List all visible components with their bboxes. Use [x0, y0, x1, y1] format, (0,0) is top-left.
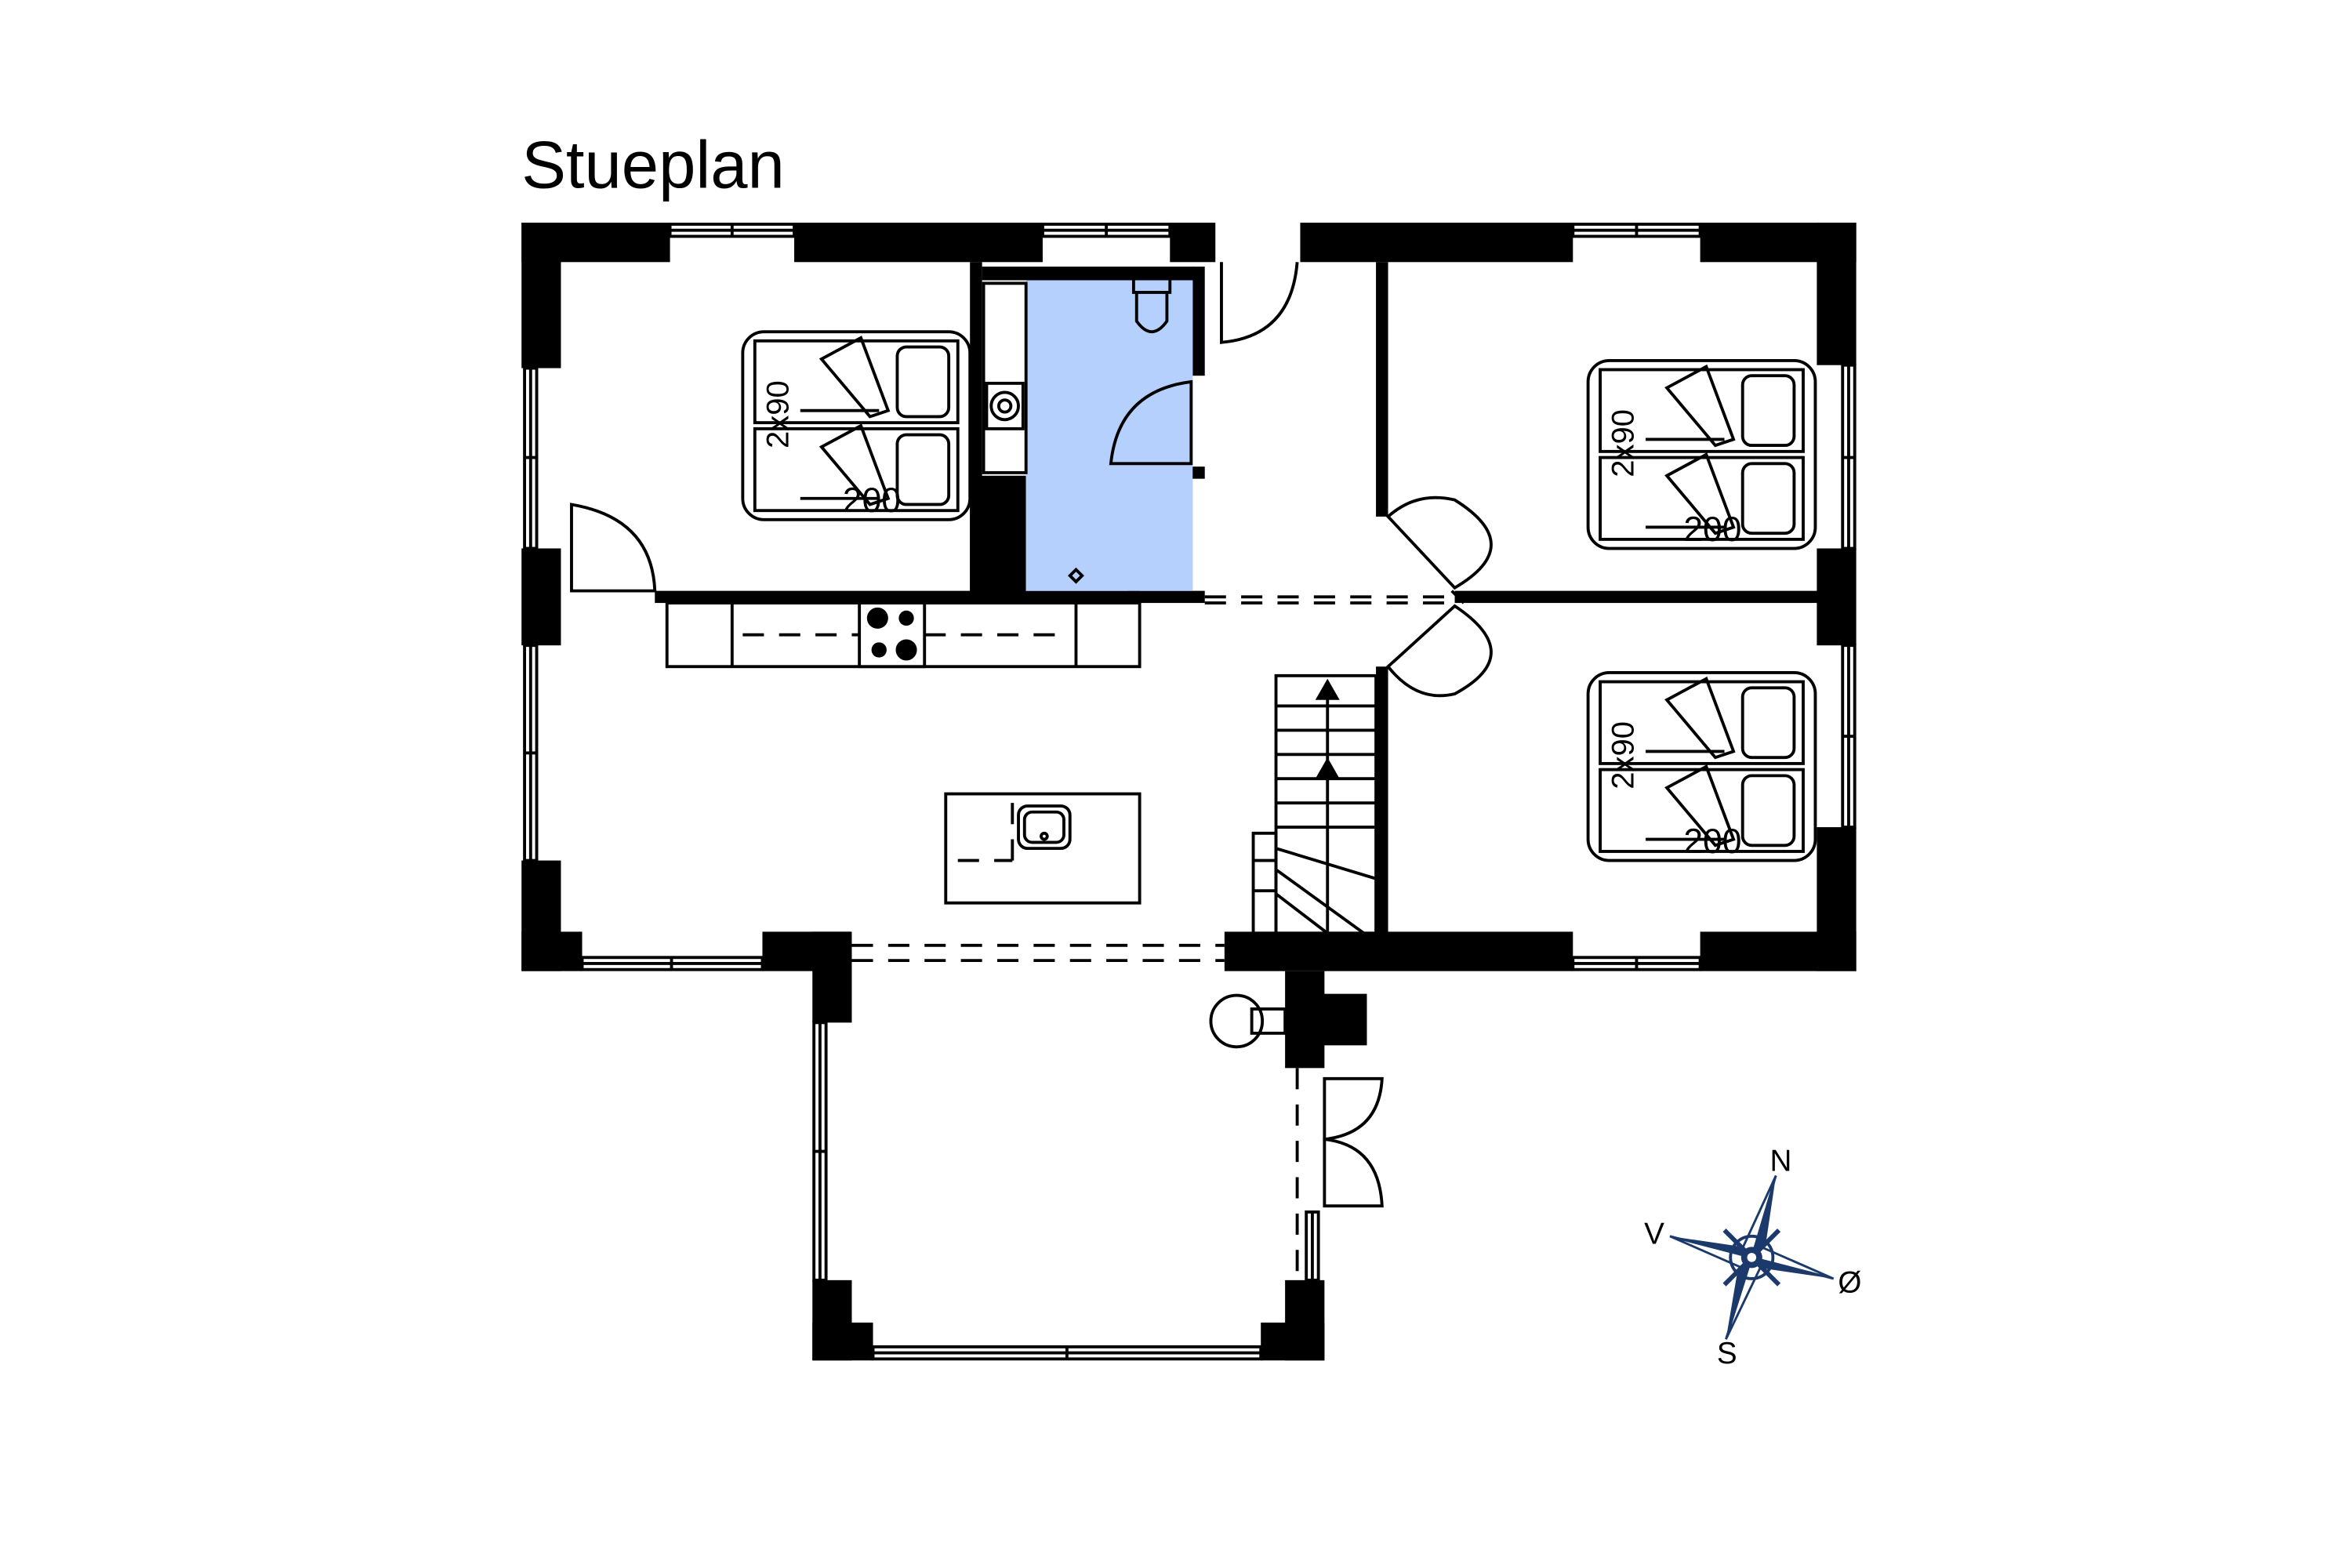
compass-south-label: S: [1717, 1337, 1737, 1370]
toilet-icon: [1131, 277, 1172, 334]
window-annex-left: [812, 1021, 828, 1282]
window-right-upper: [1841, 363, 1857, 550]
compass-east-label: Ø: [1838, 1265, 1861, 1299]
bed-lower-right-length: 200: [1683, 822, 1741, 861]
window-bottom-left: [580, 956, 764, 971]
bed-upper-right-length: 200: [1683, 510, 1741, 549]
bedroom-right-upper-door[interactable]: [1385, 495, 1493, 590]
stair-up-arrow-icon: [1315, 678, 1340, 700]
bed-upper-left-length: 200: [843, 481, 901, 520]
bed-lower-right-dims: 2x90: [1606, 721, 1641, 789]
cooktop-icon: [866, 607, 917, 661]
floor-drain-icon: [1068, 567, 1084, 584]
compass-west-label: V: [1644, 1217, 1664, 1250]
window-right-lower: [1841, 644, 1857, 829]
stair-up-arrow-icon: [1315, 757, 1340, 779]
bed-upper-right-dims: 2x90: [1606, 409, 1641, 477]
window-annex-bottom: [871, 1345, 1263, 1361]
bed-upper-left-dims: 2x90: [760, 380, 795, 448]
window-top-left: [668, 223, 796, 238]
compass-rose-icon: [1669, 1174, 1835, 1340]
window-bottom-right: [1571, 956, 1702, 971]
staircase: [1251, 673, 1378, 935]
bedroom-right-lower-door[interactable]: [1385, 604, 1493, 698]
window-annex-right: [1305, 1210, 1320, 1282]
sink-icon: [982, 281, 1028, 474]
bedroom-left-door[interactable]: [570, 503, 657, 593]
walls: [521, 223, 1857, 1361]
terrace-door-upper[interactable]: [1323, 1076, 1384, 1142]
stove-icon: [1209, 993, 1287, 1049]
terrace-door-lower[interactable]: [1323, 1137, 1384, 1208]
compass-north-label: N: [1769, 1145, 1791, 1178]
window-top-right: [1571, 223, 1702, 238]
bathroom-door[interactable]: [1109, 379, 1193, 466]
kitchen-island: [944, 792, 1142, 905]
window-left-lower: [523, 644, 539, 862]
windows: [523, 223, 1857, 1361]
window-left-upper: [523, 366, 539, 550]
entrance-door[interactable]: [1220, 262, 1299, 344]
window-top-middle: [1041, 223, 1172, 238]
plan-title: Stueplan: [521, 129, 785, 203]
